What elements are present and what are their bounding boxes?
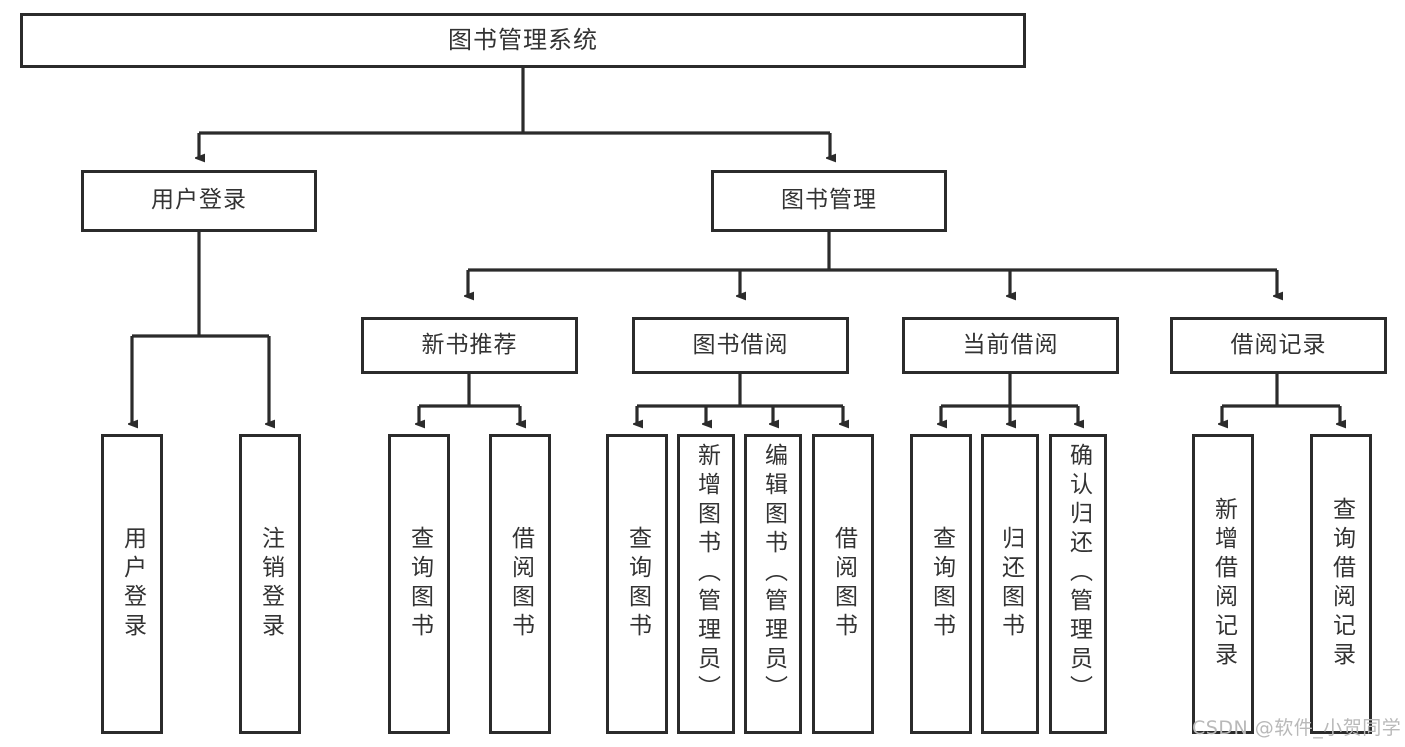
node-label: 图书借阅 bbox=[692, 331, 789, 358]
node-label: 编辑图书（管理员） bbox=[760, 443, 787, 704]
leaf-node-query-book-1[interactable]: 查询图书 bbox=[388, 434, 450, 734]
leaf-node-confirm-return[interactable]: 确认归还（管理员） bbox=[1049, 434, 1107, 734]
node-label: 当前借阅 bbox=[962, 331, 1059, 358]
node-label: 借阅图书 bbox=[507, 526, 534, 642]
node-label: 确认归还（管理员） bbox=[1065, 443, 1092, 704]
node-new-book-recommendation[interactable]: 新书推荐 bbox=[361, 317, 578, 374]
node-label: 查询图书 bbox=[624, 526, 651, 642]
node-borrowing-record[interactable]: 借阅记录 bbox=[1170, 317, 1387, 374]
node-label: 借阅图书 bbox=[830, 526, 857, 642]
leaf-node-borrow-book-1[interactable]: 借阅图书 bbox=[489, 434, 551, 734]
leaf-node-borrow-book-2[interactable]: 借阅图书 bbox=[812, 434, 874, 734]
node-label: 注销登录 bbox=[257, 526, 284, 642]
node-label: 归还图书 bbox=[997, 526, 1024, 642]
node-book-management[interactable]: 图书管理 bbox=[711, 170, 947, 232]
node-label: 查询图书 bbox=[406, 526, 433, 642]
node-label: 借阅记录 bbox=[1230, 331, 1327, 358]
node-user-login[interactable]: 用户登录 bbox=[81, 170, 317, 232]
node-label: 新书推荐 bbox=[421, 331, 518, 358]
node-label: 用户登录 bbox=[119, 526, 146, 642]
leaf-node-edit-book[interactable]: 编辑图书（管理员） bbox=[744, 434, 802, 734]
node-label: 查询借阅记录 bbox=[1328, 497, 1355, 671]
leaf-node-add-borrow-record[interactable]: 新增借阅记录 bbox=[1192, 434, 1254, 734]
node-current-borrowing[interactable]: 当前借阅 bbox=[902, 317, 1119, 374]
csdn-watermark: CSDN @软件_小贺同学 bbox=[1192, 717, 1402, 739]
leaf-node-return-book[interactable]: 归还图书 bbox=[981, 434, 1039, 734]
leaf-node-query-book-2[interactable]: 查询图书 bbox=[606, 434, 668, 734]
leaf-node-user-login[interactable]: 用户登录 bbox=[101, 434, 163, 734]
leaf-node-add-book[interactable]: 新增图书（管理员） bbox=[677, 434, 735, 734]
leaf-node-query-borrow-record[interactable]: 查询借阅记录 bbox=[1310, 434, 1372, 734]
node-label: 新增图书（管理员） bbox=[693, 443, 720, 704]
node-label: 图书管理系统 bbox=[448, 26, 598, 55]
node-book-borrowing[interactable]: 图书借阅 bbox=[632, 317, 849, 374]
node-label: 查询图书 bbox=[928, 526, 955, 642]
node-label: 新增借阅记录 bbox=[1210, 497, 1237, 671]
node-label: 图书管理 bbox=[781, 187, 877, 214]
node-root-book-management-system[interactable]: 图书管理系统 bbox=[20, 13, 1026, 68]
leaf-node-logout[interactable]: 注销登录 bbox=[239, 434, 301, 734]
node-label: 用户登录 bbox=[151, 187, 247, 214]
leaf-node-query-book-3[interactable]: 查询图书 bbox=[910, 434, 972, 734]
